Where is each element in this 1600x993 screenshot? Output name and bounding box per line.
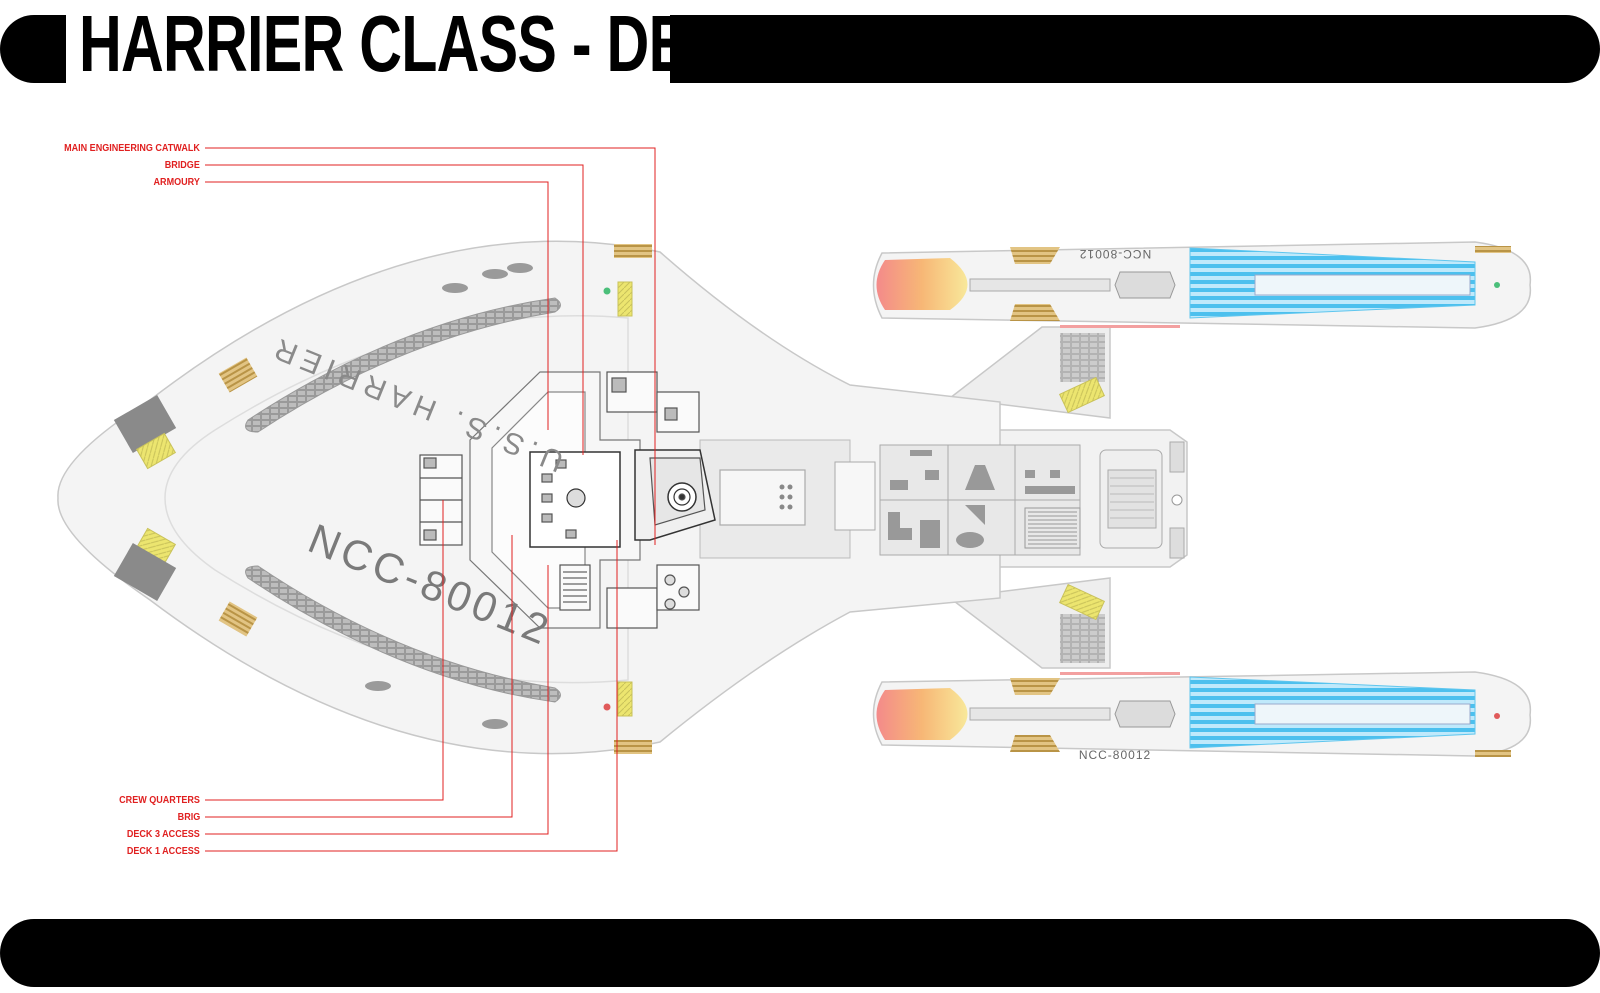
saucer-details xyxy=(113,244,652,754)
callout-armoury: ARMOURY xyxy=(153,176,200,188)
callout-brig: BRIG xyxy=(177,811,200,823)
callout-deck-1-access: DECK 1 ACCESS xyxy=(127,845,200,857)
callout-bridge: BRIDGE xyxy=(164,159,200,171)
callout-crew-quarters: CREW QUARTERS xyxy=(119,794,200,806)
pylon-details xyxy=(1058,333,1106,663)
bussard-collector-bottom xyxy=(876,688,968,740)
window-strip-lower xyxy=(245,565,561,703)
nacelle-starboard-registry: NCC-80012 xyxy=(1079,748,1151,762)
nacelle-top-details xyxy=(876,246,1511,328)
footer-bar xyxy=(0,919,1600,987)
bussard-collector-top xyxy=(876,258,968,310)
window-strip-upper xyxy=(245,297,561,433)
callout-lines xyxy=(205,147,656,852)
nacelle-port-registry: NCC-80012 xyxy=(1079,247,1151,261)
callout-main-engineering-catwalk: MAIN ENGINEERING CATWALK xyxy=(64,142,200,154)
header-left-cap xyxy=(0,15,66,83)
header-bar xyxy=(0,15,1600,83)
callout-deck-3-access: DECK 3 ACCESS xyxy=(127,828,200,840)
header-right-bar xyxy=(670,15,1600,83)
page-title: HARRIER CLASS - DECK 2 xyxy=(79,0,820,88)
nacelle-bottom-details xyxy=(876,672,1511,757)
